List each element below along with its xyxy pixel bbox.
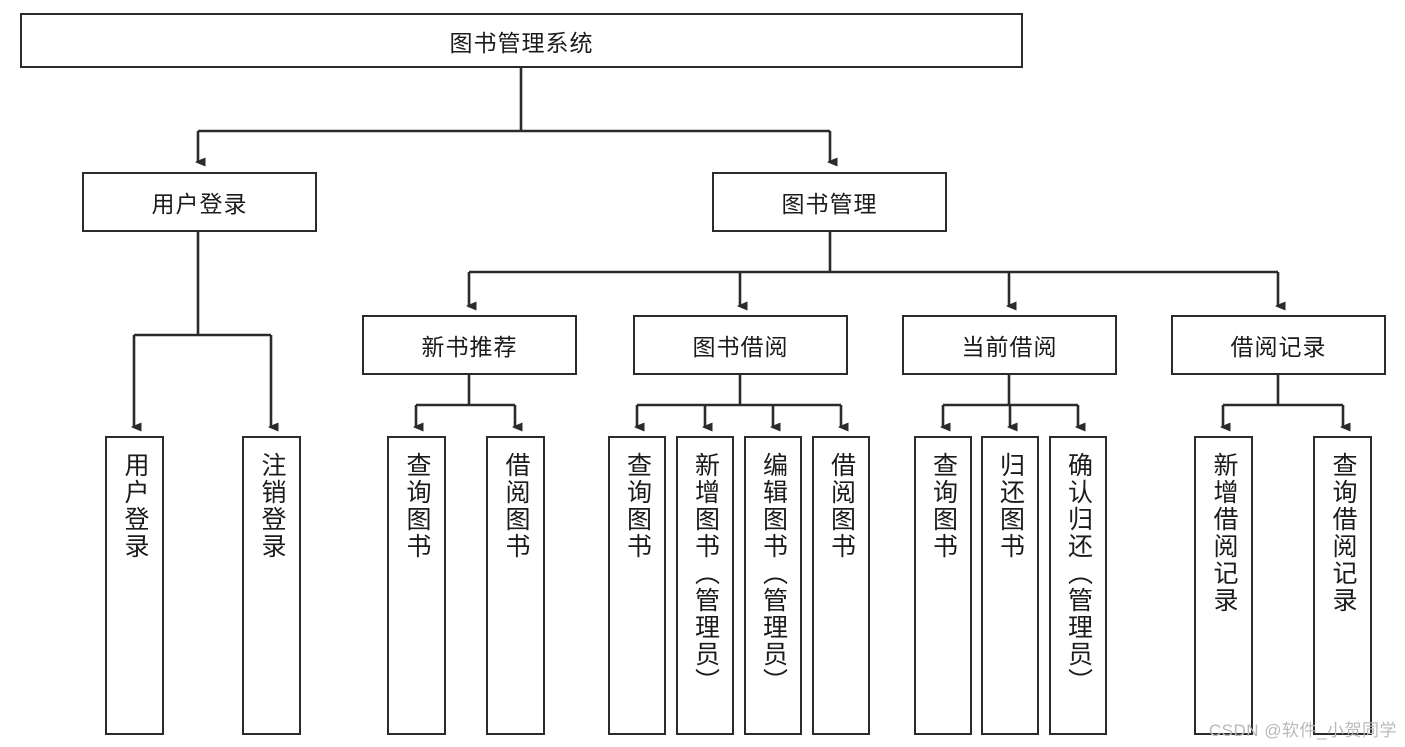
node-label: 查询图书 — [403, 452, 431, 560]
node-label: 查询图书 — [929, 452, 958, 560]
node-label: 新书推荐 — [421, 334, 518, 360]
leaf-borrow-add-book[interactable]: 新增图书（管理员） — [676, 436, 734, 735]
node-label: 用户登录 — [151, 191, 248, 217]
node-book-borrow[interactable]: 图书借阅 — [633, 315, 848, 375]
leaf-user-login-login[interactable]: 用户登录 — [105, 436, 164, 735]
leaf-borrow-borrow-book[interactable]: 借阅图书 — [812, 436, 870, 735]
node-current-borrow[interactable]: 当前借阅 — [902, 315, 1117, 375]
node-user-login[interactable]: 用户登录 — [82, 172, 317, 232]
leaf-current-confirm-return[interactable]: 确认归还（管理员） — [1049, 436, 1107, 735]
node-borrow-record[interactable]: 借阅记录 — [1171, 315, 1386, 375]
node-label: 图书管理 — [781, 191, 878, 217]
leaf-record-add-record[interactable]: 新增借阅记录 — [1194, 436, 1253, 735]
node-label: 注销登录 — [258, 452, 286, 560]
leaf-recommend-borrow-book[interactable]: 借阅图书 — [486, 436, 545, 735]
node-label: 查询借阅记录 — [1329, 452, 1357, 614]
node-label: 借阅图书 — [827, 452, 856, 560]
node-label: 确认归还（管理员） — [1064, 452, 1093, 695]
node-label: 新增借阅记录 — [1210, 452, 1238, 614]
node-label: 借阅记录 — [1230, 334, 1327, 360]
node-label: 图书管理系统 — [449, 29, 594, 56]
node-label: 当前借阅 — [961, 334, 1058, 360]
leaf-current-query-book[interactable]: 查询图书 — [914, 436, 972, 735]
node-book-management[interactable]: 图书管理 — [712, 172, 947, 232]
node-new-book-recommend[interactable]: 新书推荐 — [362, 315, 577, 375]
csdn-watermark: CSDN @软件_小贺同学 — [1208, 721, 1397, 740]
leaf-recommend-query-book[interactable]: 查询图书 — [387, 436, 446, 735]
leaf-borrow-query-book[interactable]: 查询图书 — [608, 436, 666, 735]
leaf-borrow-edit-book[interactable]: 编辑图书（管理员） — [744, 436, 802, 735]
node-label: 借阅图书 — [502, 452, 530, 560]
leaf-user-login-logout[interactable]: 注销登录 — [242, 436, 301, 735]
node-root-system[interactable]: 图书管理系统 — [20, 13, 1023, 68]
leaf-current-return-book[interactable]: 归还图书 — [981, 436, 1039, 735]
node-label: 归还图书 — [996, 452, 1025, 560]
node-label: 编辑图书（管理员） — [759, 452, 788, 695]
node-label: 图书借阅 — [692, 334, 789, 360]
leaf-record-query-record[interactable]: 查询借阅记录 — [1313, 436, 1372, 735]
node-label: 用户登录 — [121, 452, 149, 560]
node-label: 新增图书（管理员） — [691, 452, 720, 695]
node-label: 查询图书 — [623, 452, 652, 560]
